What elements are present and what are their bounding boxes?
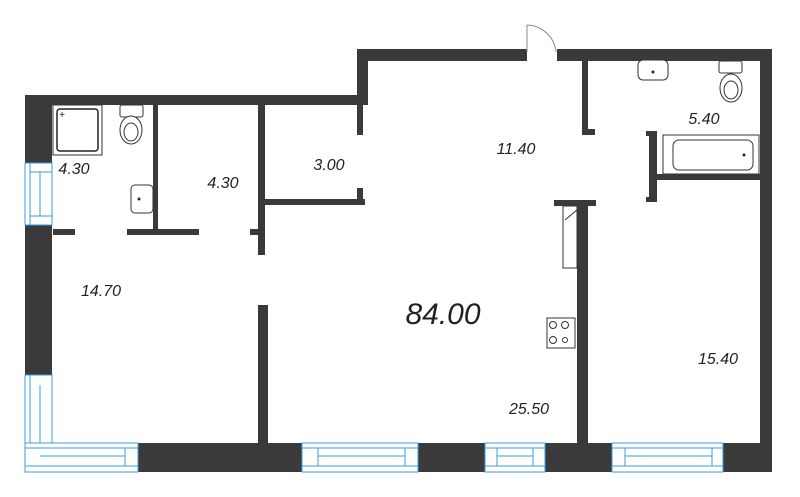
room-area-label: 25.50	[508, 401, 550, 418]
room-area-label: 11.40	[496, 141, 536, 158]
total-area-label: 84.00	[405, 298, 481, 331]
room-area-label: 5.40	[688, 111, 720, 128]
room-area-label: 4.30	[58, 161, 90, 178]
toilet-icon	[718, 60, 743, 103]
room-area-label: 14.70	[80, 283, 122, 300]
room-area-label: 4.30	[207, 175, 239, 192]
bathtub-icon	[662, 134, 760, 175]
fridge-icon	[562, 205, 578, 269]
stove-icon	[546, 317, 576, 349]
entrance-door	[526, 24, 557, 53]
inner-walls	[53, 60, 760, 443]
shower-icon: +	[52, 104, 103, 156]
window-bottom-2	[301, 442, 419, 473]
svg-text:+: +	[59, 110, 65, 121]
window-bottom-4	[611, 442, 724, 473]
sink-icon	[130, 184, 154, 214]
windows	[24, 162, 724, 473]
room-area-label: 3.00	[313, 157, 345, 174]
toilet-icon	[119, 104, 144, 145]
outer-walls	[25, 49, 772, 472]
window-left-top	[24, 162, 53, 226]
window-bottom-3	[484, 442, 546, 473]
room-area-label: 15.40	[697, 351, 739, 368]
window-bottom-1	[24, 442, 139, 473]
sink-icon	[637, 59, 669, 81]
